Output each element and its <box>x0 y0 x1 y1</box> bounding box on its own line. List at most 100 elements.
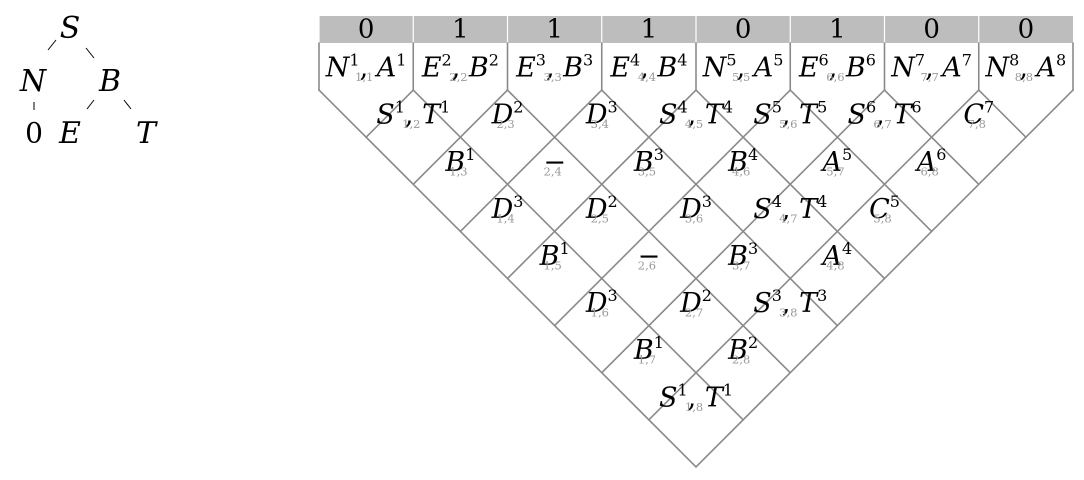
cell-symbol: B <box>633 147 654 178</box>
cell: N1​, A1​1,1 <box>325 51 407 85</box>
cell-label: S3​, T3​ <box>753 286 827 319</box>
cell: S4​, T4​4,7 <box>753 192 827 226</box>
cell: B3​3,5 <box>633 145 664 179</box>
cell-symbol: E <box>515 53 536 84</box>
cell-index: 4,4 <box>638 70 656 84</box>
cell-symbol: A <box>374 53 397 84</box>
cell-index: 1,1 <box>355 70 373 84</box>
tree-node-s: S <box>60 11 81 46</box>
cell-label: C7​ <box>963 98 994 131</box>
cell-superscript: 2 <box>489 51 499 70</box>
cell-index: 7,7 <box>921 70 939 84</box>
cell-index: 3,4 <box>591 117 609 131</box>
cell: D3​3,6 <box>679 192 712 226</box>
cell-label: S1​, T1​ <box>659 380 733 413</box>
cell-symbol: A <box>820 147 843 178</box>
tree-edge <box>123 99 132 110</box>
cell-label: D3​ <box>491 192 524 225</box>
cell-superscript: 3 <box>607 98 617 117</box>
cell: B1​1,3 <box>444 145 475 179</box>
cell-superscript: 2 <box>702 286 712 305</box>
cell: A4​4,8 <box>820 239 853 273</box>
cell-label: A4​ <box>820 239 853 272</box>
cell: C7​7,8 <box>963 98 994 132</box>
cyk-grid <box>318 42 1074 468</box>
cell: N7​, A7​7,7 <box>890 51 972 85</box>
header-bit: 1 <box>546 15 563 45</box>
cell-sep: , <box>546 53 563 84</box>
cell-label: − <box>543 147 566 178</box>
header-bit: 0 <box>735 15 752 45</box>
cell-sep: , <box>688 382 705 413</box>
cell-superscript: 3 <box>583 51 593 70</box>
cell: S4​, T4​4,5 <box>659 98 733 132</box>
cell-index: 5,7 <box>826 164 844 178</box>
cell-superscript: 1 <box>677 380 687 399</box>
cell-index: 3,3 <box>544 70 562 84</box>
cell: B1​1,7 <box>633 333 664 367</box>
grid-diagonal-left <box>600 89 886 374</box>
cell-superscript: 4 <box>772 192 782 211</box>
cell-label: D2​ <box>585 192 618 225</box>
cell-index: 3,6 <box>685 211 703 225</box>
cell-superscript: 4 <box>842 239 852 258</box>
cell: S3​, T3​3,8 <box>753 286 827 320</box>
cell-sep: , <box>782 194 799 225</box>
tree-edge <box>85 47 95 59</box>
cell-index: 3,5 <box>638 164 656 178</box>
cell: S1​, T1​1,8 <box>659 380 733 414</box>
cell-superscript: 1 <box>654 333 664 352</box>
cell-symbol: S <box>753 194 772 225</box>
cell-label: A6​ <box>914 145 947 178</box>
cell-symbol: E <box>798 53 819 84</box>
cell-symbol: N <box>325 53 351 84</box>
cell-superscript: 3 <box>513 192 523 211</box>
cell-superscript: 3 <box>536 51 546 70</box>
cell-index: 6,6 <box>826 70 844 84</box>
cell: S5​, T5​5,6 <box>753 98 827 132</box>
cell-sep: , <box>452 53 469 84</box>
cell-superscript: 8 <box>1056 51 1066 70</box>
cell-superscript: 5 <box>842 145 852 164</box>
cell-label: N1​, A1​ <box>325 51 407 84</box>
cell-index: 7,8 <box>968 117 986 131</box>
cell-sep: , <box>405 100 422 131</box>
cell: D2​2,7 <box>679 286 712 320</box>
tree-node-n: N <box>19 64 48 99</box>
cell-label: S6​, T6​ <box>847 98 921 131</box>
cell: B1​1,5 <box>539 239 570 273</box>
cell-sep: , <box>640 53 657 84</box>
cell-superscript: 1 <box>349 51 359 70</box>
cell-symbol: B <box>727 241 748 272</box>
cell-symbol: − <box>543 147 566 178</box>
cell-superscript: 3 <box>772 286 782 305</box>
cell-label: D2​ <box>491 98 524 131</box>
cell-sep: , <box>876 100 893 131</box>
cell-symbol: S <box>847 100 866 131</box>
cell-symbol: A <box>914 147 937 178</box>
cell-symbol: S <box>659 382 678 413</box>
cell-superscript: 3 <box>607 286 617 305</box>
cell-superscript: 7 <box>984 98 994 117</box>
cell-label: S4​, T4​ <box>753 192 827 225</box>
cell-index: 4,7 <box>779 211 797 225</box>
cell-label: N7​, A7​ <box>890 51 972 84</box>
cell-symbol: C <box>963 100 984 131</box>
cell-index: 2,4 <box>544 164 562 178</box>
cell-symbol: T <box>705 100 725 131</box>
cell: B3​3,7 <box>727 239 758 273</box>
cell-index: 4,8 <box>826 259 844 273</box>
cell-index: 1,3 <box>449 164 467 178</box>
cell-symbol: C <box>869 194 890 225</box>
cell-superscript: 6 <box>936 145 946 164</box>
cell-index: 2,8 <box>732 353 750 367</box>
cell-label: D2​ <box>679 286 712 319</box>
cell-superscript: 3 <box>748 239 758 258</box>
cell: N5​, A5​5,5 <box>702 51 784 85</box>
cell-symbol: N <box>985 53 1011 84</box>
cell-index: 3,7 <box>732 259 750 273</box>
grid-diagonal-left <box>412 89 509 186</box>
cell-symbol: D <box>491 194 514 225</box>
cell-index: 2,7 <box>685 306 703 320</box>
